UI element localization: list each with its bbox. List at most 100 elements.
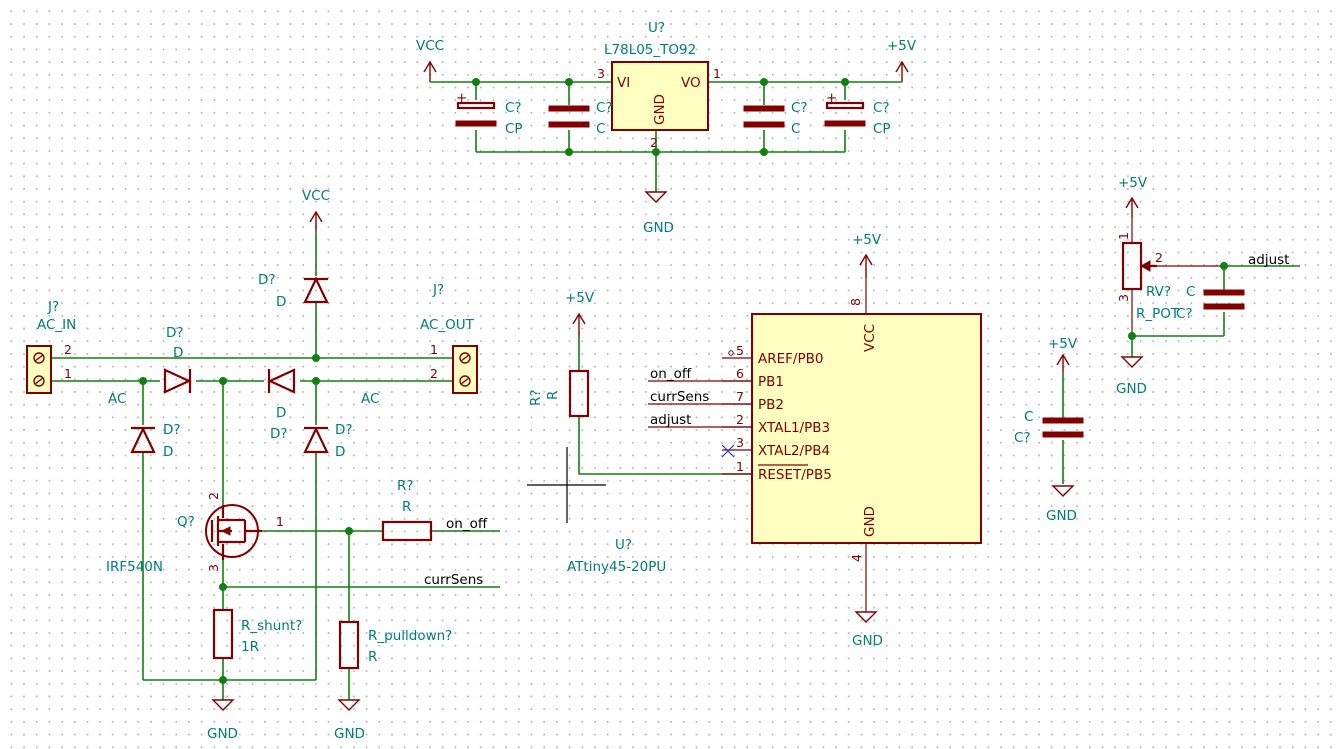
mcu-net-curr-sens: currSens	[650, 389, 709, 405]
regulator-ref: U?	[648, 20, 665, 36]
regulator-section: VCC +5V U? L78L05_	[416, 20, 917, 236]
svg-text:C?: C?	[791, 100, 808, 116]
svg-text:1: 1	[430, 342, 438, 357]
svg-text:2: 2	[64, 342, 72, 357]
svg-text:R_pulldown?: R_pulldown?	[368, 628, 452, 644]
gate-resistor[interactable]: R? R	[381, 478, 433, 542]
ac-out-connector[interactable]: J? AC_OUT 1 2	[420, 282, 478, 394]
pulldown-resistor[interactable]: R_pulldown? R	[338, 620, 452, 670]
regulator-input-cap-polarized[interactable]: + C? CP	[455, 90, 523, 137]
svg-text:GND: GND	[643, 220, 674, 236]
ac-in-connector[interactable]: J? AC_IN 2 1	[26, 299, 76, 394]
svg-text:3: 3	[206, 564, 221, 572]
rectifier-diode-top[interactable]: D? D	[258, 272, 329, 310]
regulator-l78l05[interactable]: U? L78L05_TO92 VI VO GND 3 1 2	[597, 20, 721, 150]
svg-text:2: 2	[430, 366, 438, 381]
mcu-pin-number-3: 2	[736, 412, 744, 427]
v5-power-symbol[interactable]: +5V	[887, 38, 917, 82]
mcu-gnd-symbol[interactable]: GND	[852, 611, 883, 649]
svg-text:4: 4	[849, 554, 864, 562]
mosfet-irf540n[interactable]: Q? IRF540N 2 1 3	[106, 492, 284, 575]
unconnected-pin-dot	[728, 350, 734, 356]
svg-text:D?: D?	[270, 426, 288, 442]
regulator-output-cap-polarized[interactable]: + C? CP	[824, 90, 891, 137]
mcu-vcc-pin-label: VCC	[862, 324, 878, 352]
svg-text:C: C	[1186, 284, 1195, 300]
shunt-gnd-symbol[interactable]: GND	[207, 699, 238, 742]
mcu-pin-name-5: RESET/PB5	[758, 467, 832, 483]
mcu-net-adjust: adjust	[650, 412, 691, 428]
rectifier-diode-left[interactable]: D? D	[163, 325, 192, 394]
pot-v5-symbol[interactable]: +5V	[1118, 175, 1148, 218]
mcu-ref: U?	[615, 537, 632, 553]
vcc-power-symbol[interactable]: VCC	[416, 38, 444, 82]
svg-text:C?: C?	[596, 100, 613, 116]
svg-text:8: 8	[848, 298, 863, 306]
mcu-pin-name-2: PB2	[758, 397, 784, 413]
svg-text:GND: GND	[1046, 508, 1077, 524]
decoupling-gnd-symbol[interactable]: GND	[1046, 485, 1077, 524]
rectifier-section: VCC D? D	[26, 188, 500, 742]
svg-text:1R: 1R	[241, 639, 259, 655]
svg-text:GND: GND	[852, 633, 883, 649]
regulator-input-cap[interactable]: C? C	[548, 100, 613, 137]
svg-text:1: 1	[1116, 232, 1131, 240]
mcu-net-on-off: on_off	[650, 366, 692, 382]
decoupling-v5-symbol[interactable]: +5V	[1048, 336, 1078, 372]
mcu-attiny45[interactable]: VCC GND 5AREF/PB06PB17PB22XTAL1/PB33XTAL…	[567, 313, 982, 575]
mcu-v5-symbol[interactable]: +5V	[852, 232, 882, 278]
pot-filter-capacitor[interactable]: C C?	[1176, 284, 1245, 322]
svg-text:AC_OUT: AC_OUT	[420, 317, 475, 333]
potentiometer[interactable]: 1 2 3 RV? R_POT	[1116, 232, 1180, 322]
svg-text:D: D	[173, 345, 183, 361]
svg-text:CP: CP	[505, 121, 523, 137]
svg-text:1: 1	[276, 514, 284, 529]
mcu-pin-name-1: PB1	[758, 374, 784, 390]
svg-text:VCC: VCC	[302, 188, 330, 204]
net-label-curr-sens: currSens	[424, 572, 483, 588]
mcu-pin-number-2: 7	[736, 389, 744, 404]
svg-text:3: 3	[1116, 294, 1131, 302]
regulator-gnd-symbol[interactable]: GND	[643, 191, 674, 236]
svg-text:C: C	[791, 121, 800, 137]
regulator-pin-vo: VO	[681, 75, 701, 91]
decoupling-capacitor[interactable]: C C?	[1014, 409, 1084, 446]
svg-text:R: R	[402, 499, 411, 515]
svg-text:+5V: +5V	[852, 232, 882, 248]
regulator-pinnum-vo: 1	[713, 66, 721, 81]
mcu-pin-number-4: 3	[736, 435, 744, 450]
pot-gnd-symbol[interactable]: GND	[1116, 356, 1147, 397]
regulator-pin-gnd: GND	[652, 94, 668, 125]
svg-text:+5V: +5V	[1048, 336, 1078, 352]
regulator-pinnum-gnd: 2	[650, 135, 658, 150]
mcu-value: ATtiny45-20PU	[567, 559, 666, 575]
rectifier-diode-lower-right[interactable]: D? D	[303, 422, 353, 460]
mcu-gnd-pin-label: GND	[862, 506, 878, 537]
svg-text:R_POT: R_POT	[1136, 306, 1180, 322]
svg-text:D: D	[163, 444, 173, 460]
reset-v5-symbol[interactable]: +5V	[565, 290, 595, 337]
rectifier-diode-lower-left[interactable]: D? D	[130, 422, 181, 460]
svg-text:+: +	[456, 90, 467, 106]
mcu-pin-number-0: 5	[736, 343, 744, 358]
svg-text:D: D	[335, 444, 345, 460]
svg-text:R: R	[368, 649, 377, 665]
svg-text:R: R	[545, 391, 561, 400]
pulldown-gnd-symbol[interactable]: GND	[334, 699, 365, 742]
regulator-output-cap[interactable]: C? C	[743, 100, 808, 137]
shunt-resistor[interactable]: R_shunt? 1R	[212, 608, 302, 660]
svg-text:GND: GND	[1116, 381, 1147, 397]
mcu-pin-number-1: 6	[736, 366, 744, 381]
svg-text:J?: J?	[47, 299, 59, 315]
svg-text:2: 2	[206, 492, 221, 500]
rectifier-vcc-symbol[interactable]: VCC	[302, 188, 330, 232]
svg-text:C?: C?	[873, 100, 890, 116]
no-connect-marker	[721, 444, 735, 458]
rectifier-diode-middle[interactable]: D D?	[267, 368, 296, 442]
svg-text:C?: C?	[1176, 306, 1193, 322]
reset-resistor[interactable]: R? R	[528, 369, 590, 418]
mcu-section: +5V R? R +5V 8 on_off currSens adjust	[527, 232, 982, 649]
mcu-pin-number-5: 1	[736, 459, 744, 474]
vcc-label: VCC	[416, 38, 444, 54]
